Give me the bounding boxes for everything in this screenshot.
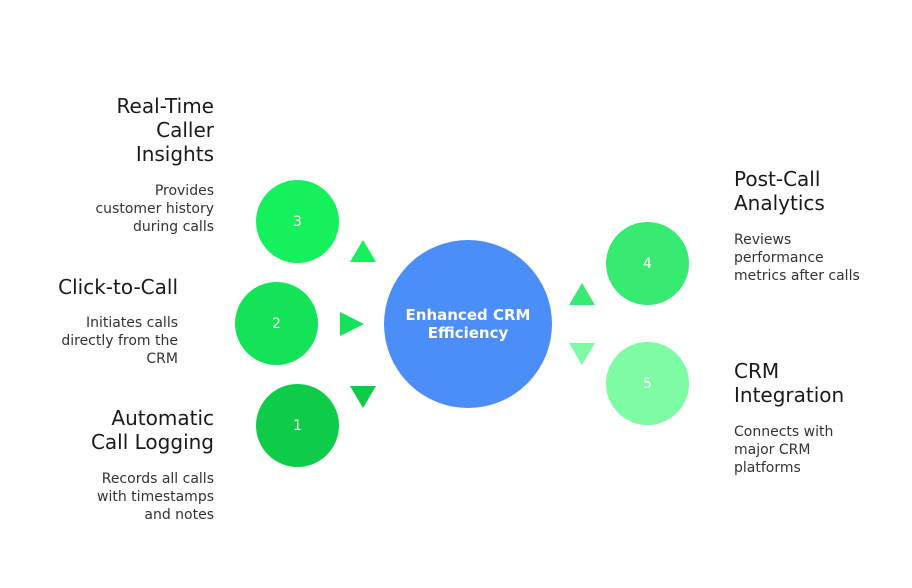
node-2-number: 2 [272,315,281,332]
node-1-description: Records all calls with timestamps and no… [97,470,214,524]
node-1-title-line: Call Logging [90,430,214,454]
node-3-title-line: Caller [156,118,214,142]
center-line-2: Efficiency [427,324,509,342]
node-3-description: Provides customer history during calls [95,182,214,236]
node-1-desc-line: Records all calls [101,471,214,487]
node-2-title: Click-to-Call [58,275,178,299]
center-hub: Enhanced CRM Efficiency [384,240,552,408]
arrow-right-icon [340,312,364,336]
node-5-title-line: CRM [734,359,780,383]
node-4-title-line: Analytics [734,191,825,215]
node-5-circle: 5 [606,342,689,425]
node-1-desc-line: with timestamps [97,489,214,505]
node-5-desc-line: platforms [734,460,801,476]
node-3-title: Real-Time Caller Insights [117,94,214,166]
arrow-down-icon [569,343,595,365]
node-3-title-line: Real-Time [116,94,214,118]
arrow-down-icon [350,386,376,408]
node-2-description: Initiates calls directly from the CRM [61,314,178,368]
node-5-desc-line: major CRM [734,442,811,458]
node-3-title-line: Insights [135,142,214,166]
node-5-desc-line: Connects with [734,424,834,440]
node-1-number: 1 [293,417,302,434]
node-2-desc-line: Initiates calls [85,315,178,331]
node-4-circle: 4 [606,222,689,305]
node-1-title: Automatic Call Logging [91,406,214,454]
node-5-title: CRM Integration [734,359,844,407]
node-3-desc-line: during calls [133,219,214,235]
node-5-number: 5 [643,375,652,392]
node-4-title-line: Post-Call [734,167,821,191]
node-4-desc-line: performance [734,250,824,266]
node-2-circle: 2 [235,282,318,365]
center-line-1: Enhanced CRM [405,306,531,324]
node-3-circle: 3 [256,180,339,263]
node-4-title: Post-Call Analytics [734,167,825,215]
node-1-desc-line: and notes [144,507,214,523]
node-5-title-line: Integration [734,383,845,407]
node-5-description: Connects with major CRM platforms [734,423,833,477]
arrow-up-icon [350,240,376,262]
node-4-description: Reviews performance metrics after calls [734,231,860,285]
node-2-desc-line: directly from the [61,333,178,349]
node-3-number: 3 [293,213,302,230]
node-4-number: 4 [643,255,652,272]
node-4-desc-line: Reviews [734,232,792,248]
node-2-desc-line: CRM [146,351,178,367]
arrow-up-icon [569,283,595,305]
node-3-desc-line: customer history [95,201,214,217]
node-1-title-line: Automatic [111,406,214,430]
node-1-circle: 1 [256,384,339,467]
node-4-desc-line: metrics after calls [734,268,860,284]
node-3-desc-line: Provides [154,183,214,199]
node-2-title-line: Click-to-Call [58,275,178,299]
